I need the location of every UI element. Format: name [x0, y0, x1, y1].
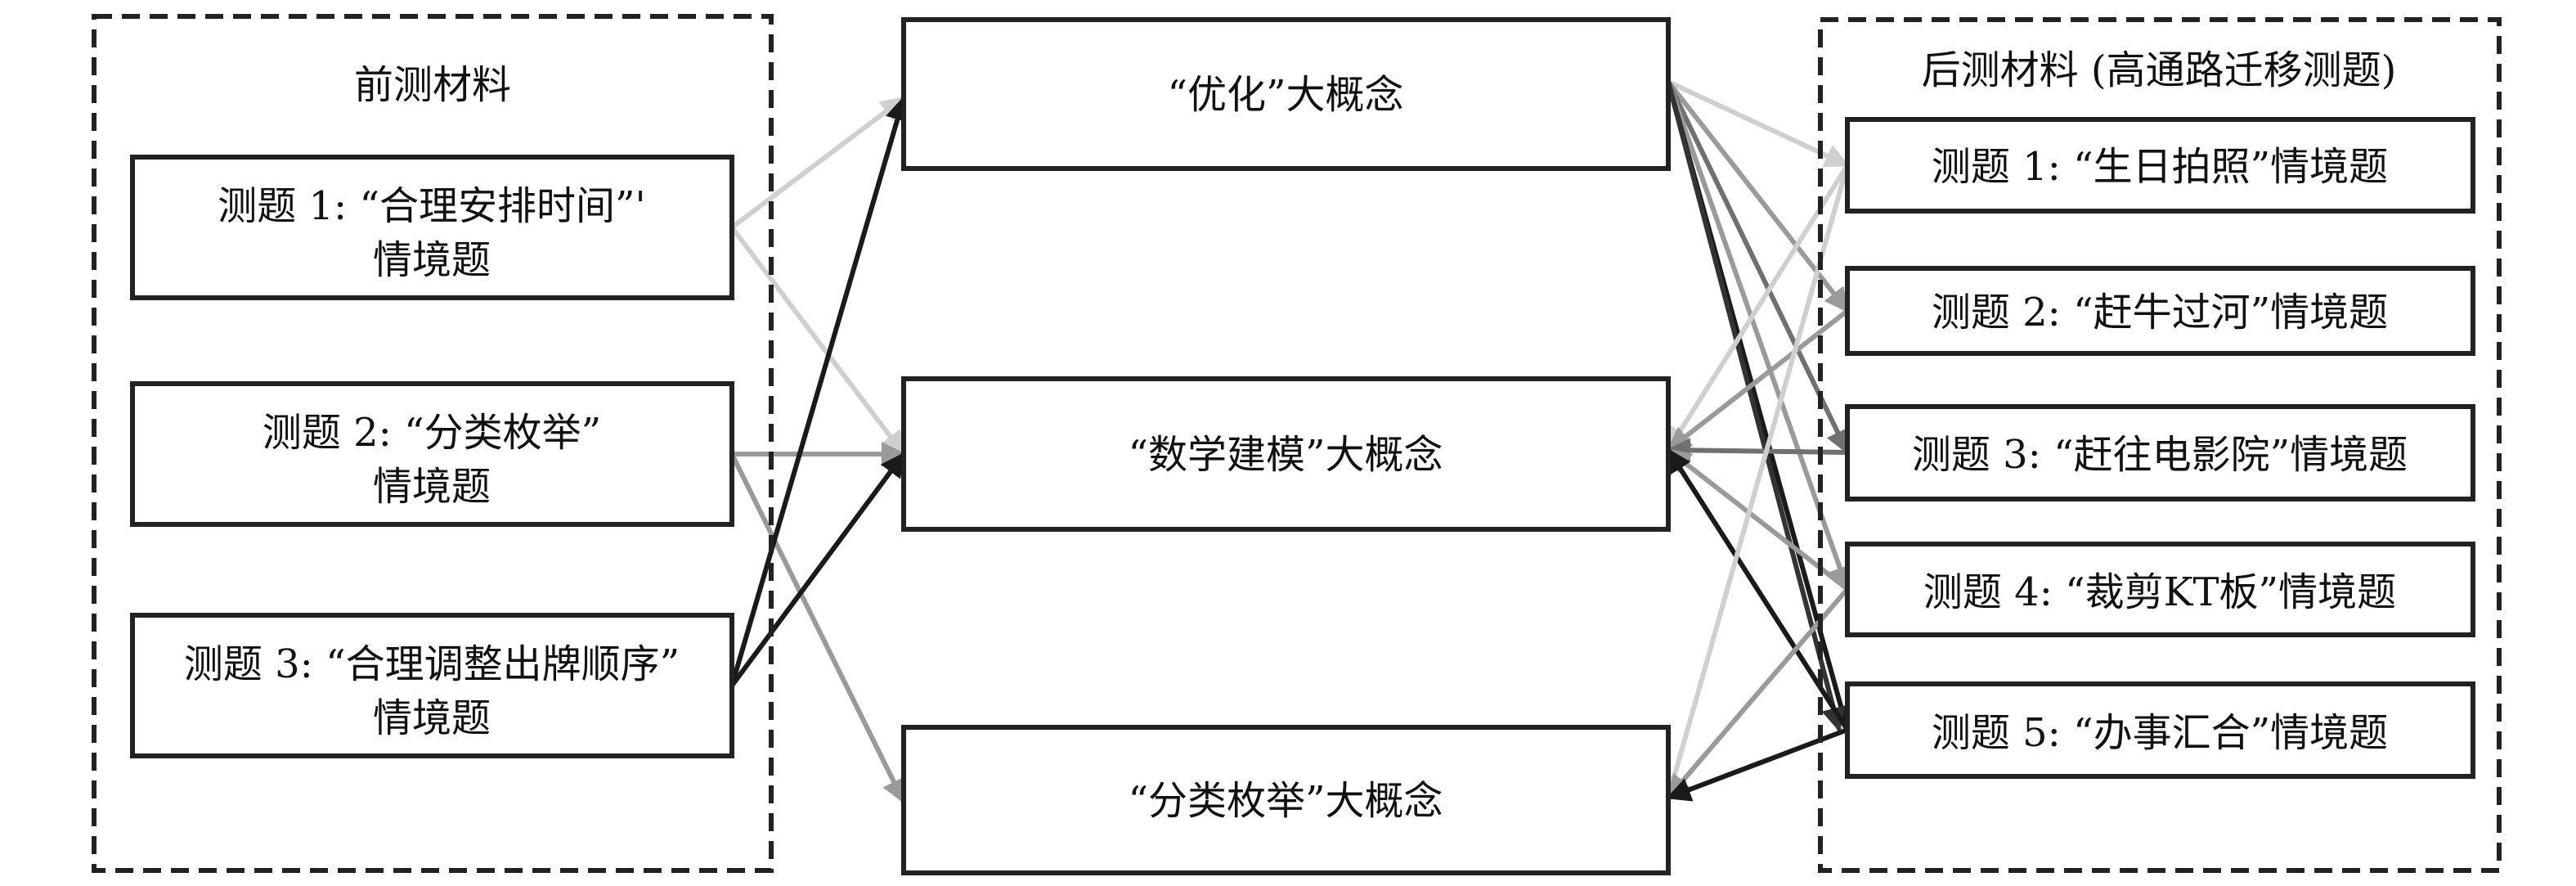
svg-text:测题 4: “裁剪KT板”情境题: 测题 4: “裁剪KT板”情境题	[1923, 569, 2396, 615]
pretest-item-2: 测题 2: “分类枚举” 情境题	[130, 381, 734, 527]
svg-text:“分类枚举”大概念: “分类枚举”大概念	[1128, 778, 1443, 824]
connection-arrow-A-R4	[1666, 81, 1852, 591]
posttest-item-3: 测题 3: “赶往电影院”情境题	[1845, 404, 2475, 501]
connection-arrow-L2-C	[729, 452, 906, 804]
connection-arrow-R3-B	[1666, 438, 1848, 463]
connection-arrow-R1-C	[1662, 164, 1850, 800]
connection-arrow-R2-B	[1666, 308, 1849, 452]
connection-arrow-A-R5	[1666, 81, 1846, 732]
connection-arrow-R4-B	[1666, 447, 1849, 591]
connection-arrow-R1-B	[1666, 164, 1850, 452]
svg-text:测题 3: “赶往电影院”情境题: 测题 3: “赶往电影院”情境题	[1912, 432, 2408, 478]
svg-text:“优化”大概念: “优化”大概念	[1167, 72, 1403, 118]
posttest-item-1: 测题 1: “生日拍照”情境题	[1845, 117, 2475, 214]
posttest-group-frame	[1818, 17, 2502, 873]
connection-arrow-L1-B	[729, 226, 906, 456]
connection-arrow-R5-C	[1666, 727, 1849, 802]
posttest-item-4: 测题 4: “裁剪KT板”情境题	[1845, 542, 2475, 637]
connection-arrow-L1-A	[730, 96, 906, 230]
svg-text:测题 2: “分类枚举”: 测题 2: “分类枚举”	[263, 410, 601, 456]
connection-arrow-R5-B	[1666, 447, 1850, 731]
connection-arrow-L3-B	[729, 452, 906, 687]
connection-arrow-A-R3	[1666, 80, 1850, 455]
pretest-title: 前测材料	[354, 62, 511, 108]
concept-classification: “分类枚举”大概念	[901, 725, 1671, 875]
concept-math-modeling: “数学建模”大概念	[901, 376, 1671, 532]
pretest-group-frame	[92, 14, 774, 873]
svg-text:情境题: 情境题	[373, 464, 491, 510]
svg-text:测题 3: “合理调整出牌顺序”: 测题 3: “合理调整出牌顺序”	[184, 641, 680, 687]
connection-arrow-R4-C	[1666, 587, 1850, 800]
pretest-item-3: 测题 3: “合理调整出牌顺序” 情境题	[130, 613, 734, 758]
svg-text:测题 1: “合理安排时间”': 测题 1: “合理安排时间”'	[218, 183, 646, 229]
svg-text:测题 1: “生日拍照”情境题: 测题 1: “生日拍照”情境题	[1932, 144, 2388, 190]
svg-text:测题 2: “赶牛过河”情境题: 测题 2: “赶牛过河”情境题	[1932, 290, 2388, 335]
svg-text:情境题: 情境题	[373, 237, 491, 283]
connection-lines	[729, 79, 1854, 804]
concept-optimization: “优化”大概念	[901, 17, 1671, 171]
connection-arrow-L3-A	[729, 96, 909, 686]
pretest-item-1: 测题 1: “合理安排时间”' 情境题	[130, 155, 734, 300]
connection-arrow-A-R1	[1667, 79, 1850, 168]
posttest-title: 后测材料 (高通路迁移测题)	[1922, 47, 2397, 93]
posttest-item-2: 测题 2: “赶牛过河”情境题	[1845, 266, 2475, 356]
svg-text:测题 5: “办事汇合”情境题: 测题 5: “办事汇合”情境题	[1932, 710, 2388, 756]
posttest-item-5: 测题 5: “办事汇合”情境题	[1845, 681, 2475, 779]
svg-text:“数学建模”大概念: “数学建模”大概念	[1128, 432, 1443, 478]
svg-text:情境题: 情境题	[373, 695, 491, 741]
